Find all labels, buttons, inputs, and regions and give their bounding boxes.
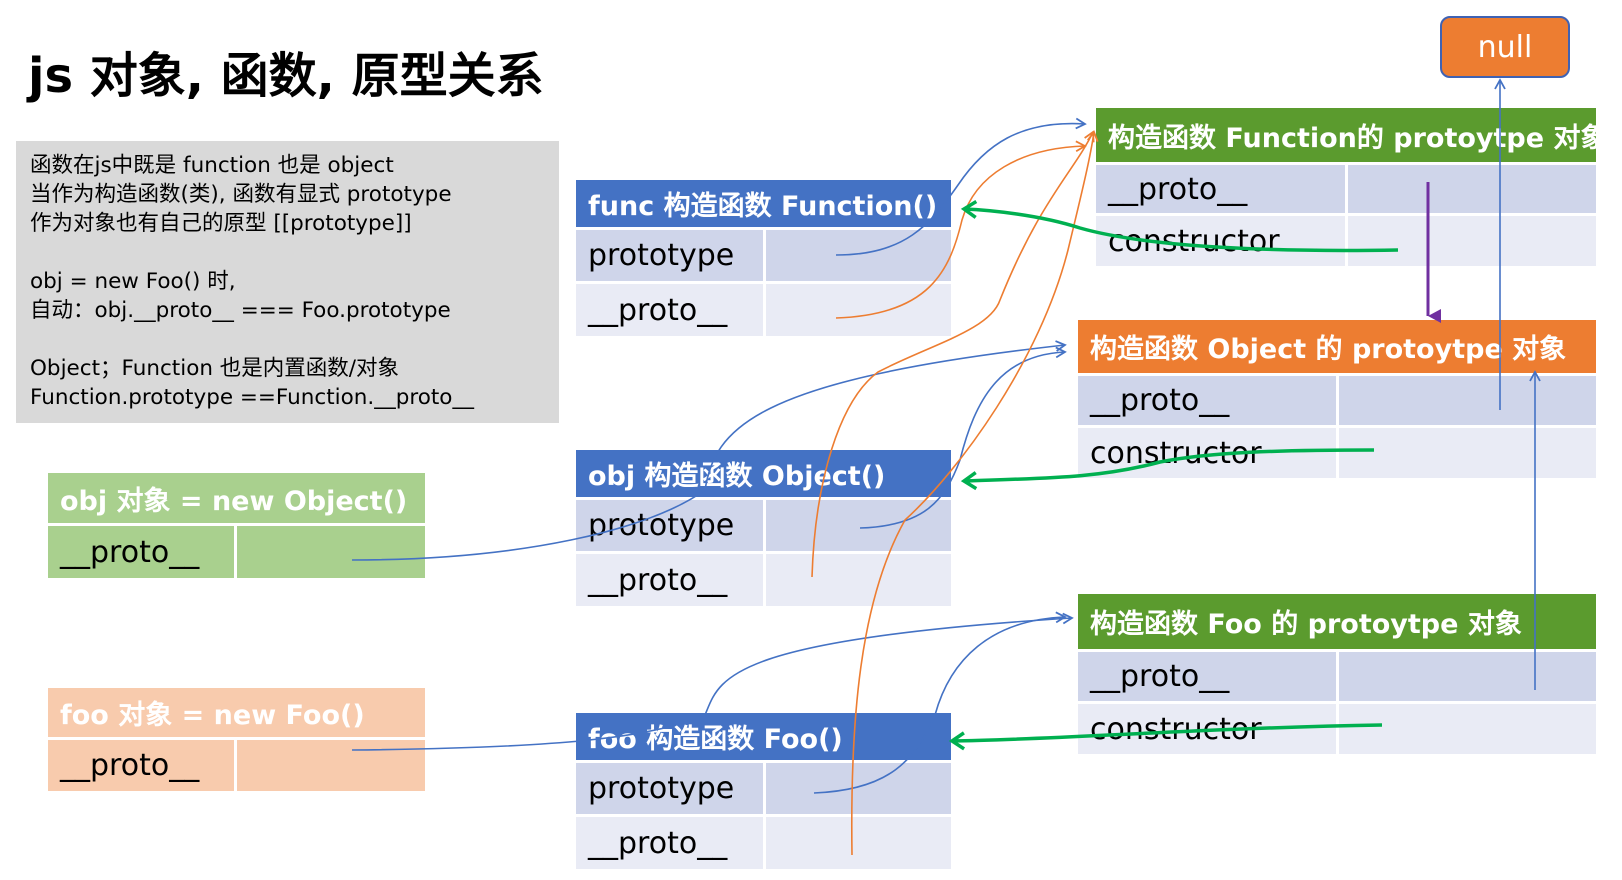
object-constructor-prototype-value bbox=[763, 500, 951, 551]
function-constructor-proto-value bbox=[763, 284, 951, 336]
foo-constructor-proto-value bbox=[763, 817, 951, 869]
object-prototype-box: 构造函数 Object 的 protoytpe 对象 __proto__ con… bbox=[1078, 320, 1596, 478]
foo-constructor-box: foo 构造函数 Foo() prototype __proto__ bbox=[576, 713, 951, 869]
foo-constructor-prototype-label: prototype bbox=[576, 763, 763, 814]
page-title: js 对象, 函数, 原型关系 bbox=[28, 48, 544, 104]
null-node: null bbox=[1440, 16, 1570, 78]
object-prototype-proto-value bbox=[1336, 376, 1596, 425]
note-panel: 函数在js中既是 function 也是 object 当作为构造函数(类), … bbox=[16, 141, 559, 423]
note-line: Function.prototype ==Function.__proto__ bbox=[30, 385, 474, 410]
object-constructor-proto-value bbox=[763, 554, 951, 606]
foo-constructor-header: foo 构造函数 Foo() bbox=[576, 713, 951, 760]
function-prototype-constructor-label: constructor bbox=[1096, 216, 1345, 266]
object-prototype-proto-label: __proto__ bbox=[1078, 376, 1336, 425]
foo-object-proto-label: __proto__ bbox=[48, 740, 234, 791]
object-constructor-proto-label: __proto__ bbox=[576, 554, 763, 606]
note-line: Object；Function 也是内置函数/对象 bbox=[30, 356, 400, 381]
foo-prototype-proto-value bbox=[1336, 652, 1596, 701]
function-prototype-constructor-value bbox=[1345, 216, 1596, 266]
note-line: obj = new Foo() 时, bbox=[30, 269, 236, 294]
function-constructor-box: func 构造函数 Function() prototype __proto__ bbox=[576, 180, 951, 336]
foo-constructor-prototype-value bbox=[763, 763, 951, 814]
foo-prototype-proto-label: __proto__ bbox=[1078, 652, 1336, 701]
note-line: 当作为构造函数(类), 函数有显式 prototype bbox=[30, 182, 452, 207]
function-constructor-header: func 构造函数 Function() bbox=[576, 180, 951, 227]
foo-prototype-constructor-value bbox=[1336, 704, 1596, 754]
obj-object-box: obj 对象 = new Object() __proto__ bbox=[48, 473, 425, 578]
note-line: 函数在js中既是 function 也是 object bbox=[30, 153, 394, 178]
object-constructor-header: obj 构造函数 Object() bbox=[576, 450, 951, 497]
function-constructor-prototype-label: prototype bbox=[576, 230, 763, 281]
foo-prototype-box: 构造函数 Foo 的 protoytpe 对象 __proto__ constr… bbox=[1078, 594, 1596, 754]
obj-object-header: obj 对象 = new Object() bbox=[48, 473, 425, 523]
function-prototype-proto-value bbox=[1345, 165, 1596, 213]
foo-prototype-constructor-label: constructor bbox=[1078, 704, 1336, 754]
object-constructor-prototype-label: prototype bbox=[576, 500, 763, 551]
object-prototype-constructor-label: constructor bbox=[1078, 428, 1336, 478]
note-line: 作为对象也有自己的原型 [[prototype]] bbox=[30, 211, 412, 236]
function-constructor-prototype-value bbox=[763, 230, 951, 281]
object-prototype-header: 构造函数 Object 的 protoytpe 对象 bbox=[1078, 320, 1596, 373]
note-line: 自动：obj.__proto__ === Foo.prototype bbox=[30, 298, 451, 323]
function-prototype-header: 构造函数 Function的 protoytpe 对象 bbox=[1096, 108, 1607, 162]
function-prototype-proto-label: __proto__ bbox=[1096, 165, 1345, 213]
foo-object-header: foo 对象 = new Foo() bbox=[48, 688, 425, 737]
foo-prototype-header: 构造函数 Foo 的 protoytpe 对象 bbox=[1078, 594, 1596, 649]
function-prototype-box: 构造函数 Function的 protoytpe 对象 __proto__ co… bbox=[1096, 108, 1607, 266]
function-constructor-proto-label: __proto__ bbox=[576, 284, 763, 336]
foo-object-box: foo 对象 = new Foo() __proto__ bbox=[48, 688, 425, 791]
foo-object-proto-value bbox=[234, 740, 425, 791]
foo-constructor-proto-label: __proto__ bbox=[576, 817, 763, 869]
obj-object-proto-label: __proto__ bbox=[48, 526, 234, 578]
obj-object-proto-value bbox=[234, 526, 425, 578]
object-constructor-box: obj 构造函数 Object() prototype __proto__ bbox=[576, 450, 951, 606]
object-prototype-constructor-value bbox=[1336, 428, 1596, 478]
